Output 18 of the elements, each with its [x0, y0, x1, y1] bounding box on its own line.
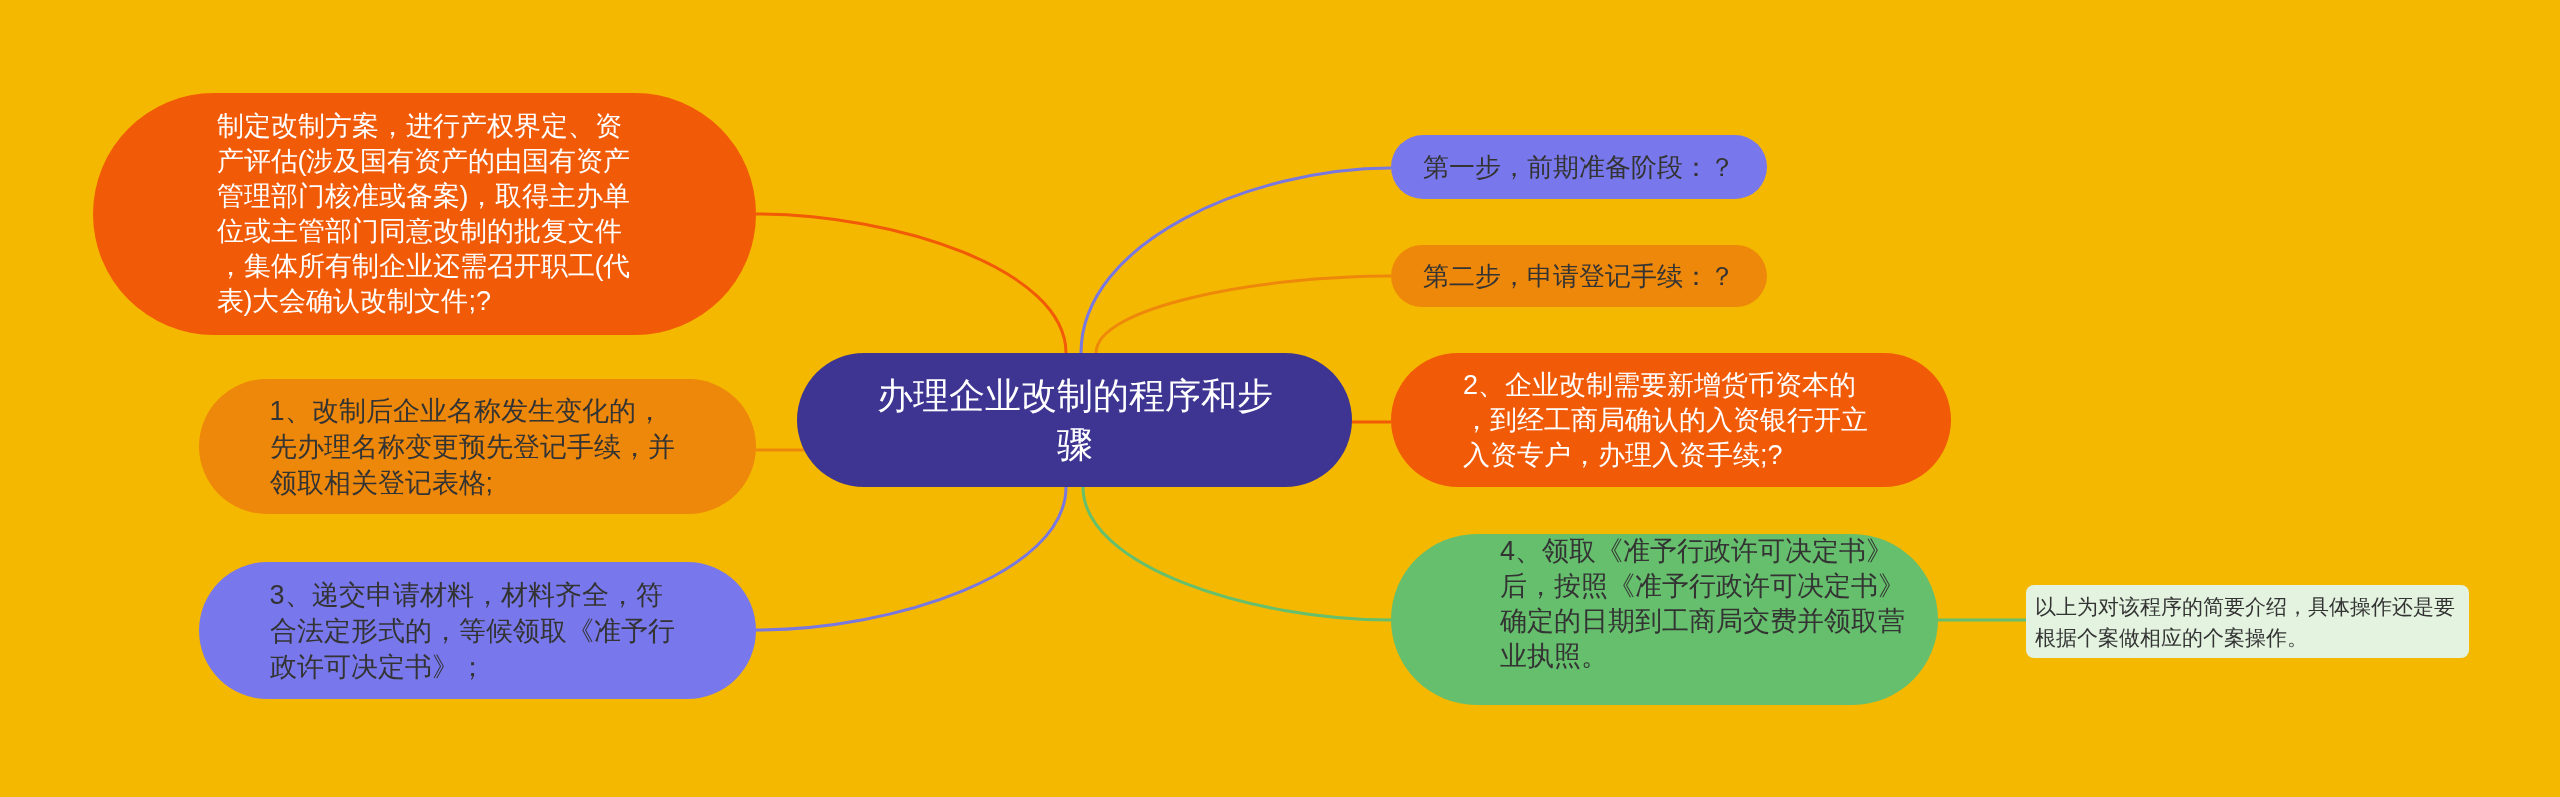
- topic-text: 3、递交申请材料，材料齐全，符合法定形式的，等候领取《准予行政许可决定书》；: [269, 578, 676, 684]
- note-box: [2026, 585, 2469, 658]
- connector-line: [1081, 486, 1392, 622]
- central-topic-text: 办理企业改制的程序和步骤: [875, 374, 1274, 467]
- connector-line: [1079, 166, 1392, 354]
- connector-line: [1351, 420, 1392, 424]
- topic-text: 2、企业改制需要新增货币资本的，到经工商局确认的入资银行开立入资专户，办理入资手续;?: [1463, 368, 1869, 472]
- connector-line: [1938, 618, 2026, 622]
- topic-text: 第一步，前期准备阶段：？: [1423, 151, 1735, 184]
- topic-text: 4、领取《准予行政许可决定书》后，按照《准予行政许可决定书》确定的日期到工商局交费并领取营业执照。: [1500, 535, 1906, 673]
- connector-line: [755, 486, 1068, 632]
- topic-text: 第二步，申请登记手续：？: [1423, 260, 1735, 293]
- connector-line: [755, 212, 1068, 354]
- topic-text: 制定改制方案，进行产权界定、资产评估(涉及国有资产的由国有资产管理部门核准或备案)，取得主办单位或主管部门同意改制的批复文件，集体所有制企业还需召开职工(代表)大会确认改制文件;?: [216, 110, 632, 318]
- topic-text: 1、改制后企业名称发生变化的，先办理名称变更预先登记手续，并领取相关登记表格;: [269, 394, 676, 500]
- note-text: 以上为对该程序的简要介绍，具体操作还是要根据个案做相应的个案操作。: [2035, 593, 2456, 651]
- connector-line: [755, 448, 805, 452]
- connector-line: [1094, 274, 1392, 354]
